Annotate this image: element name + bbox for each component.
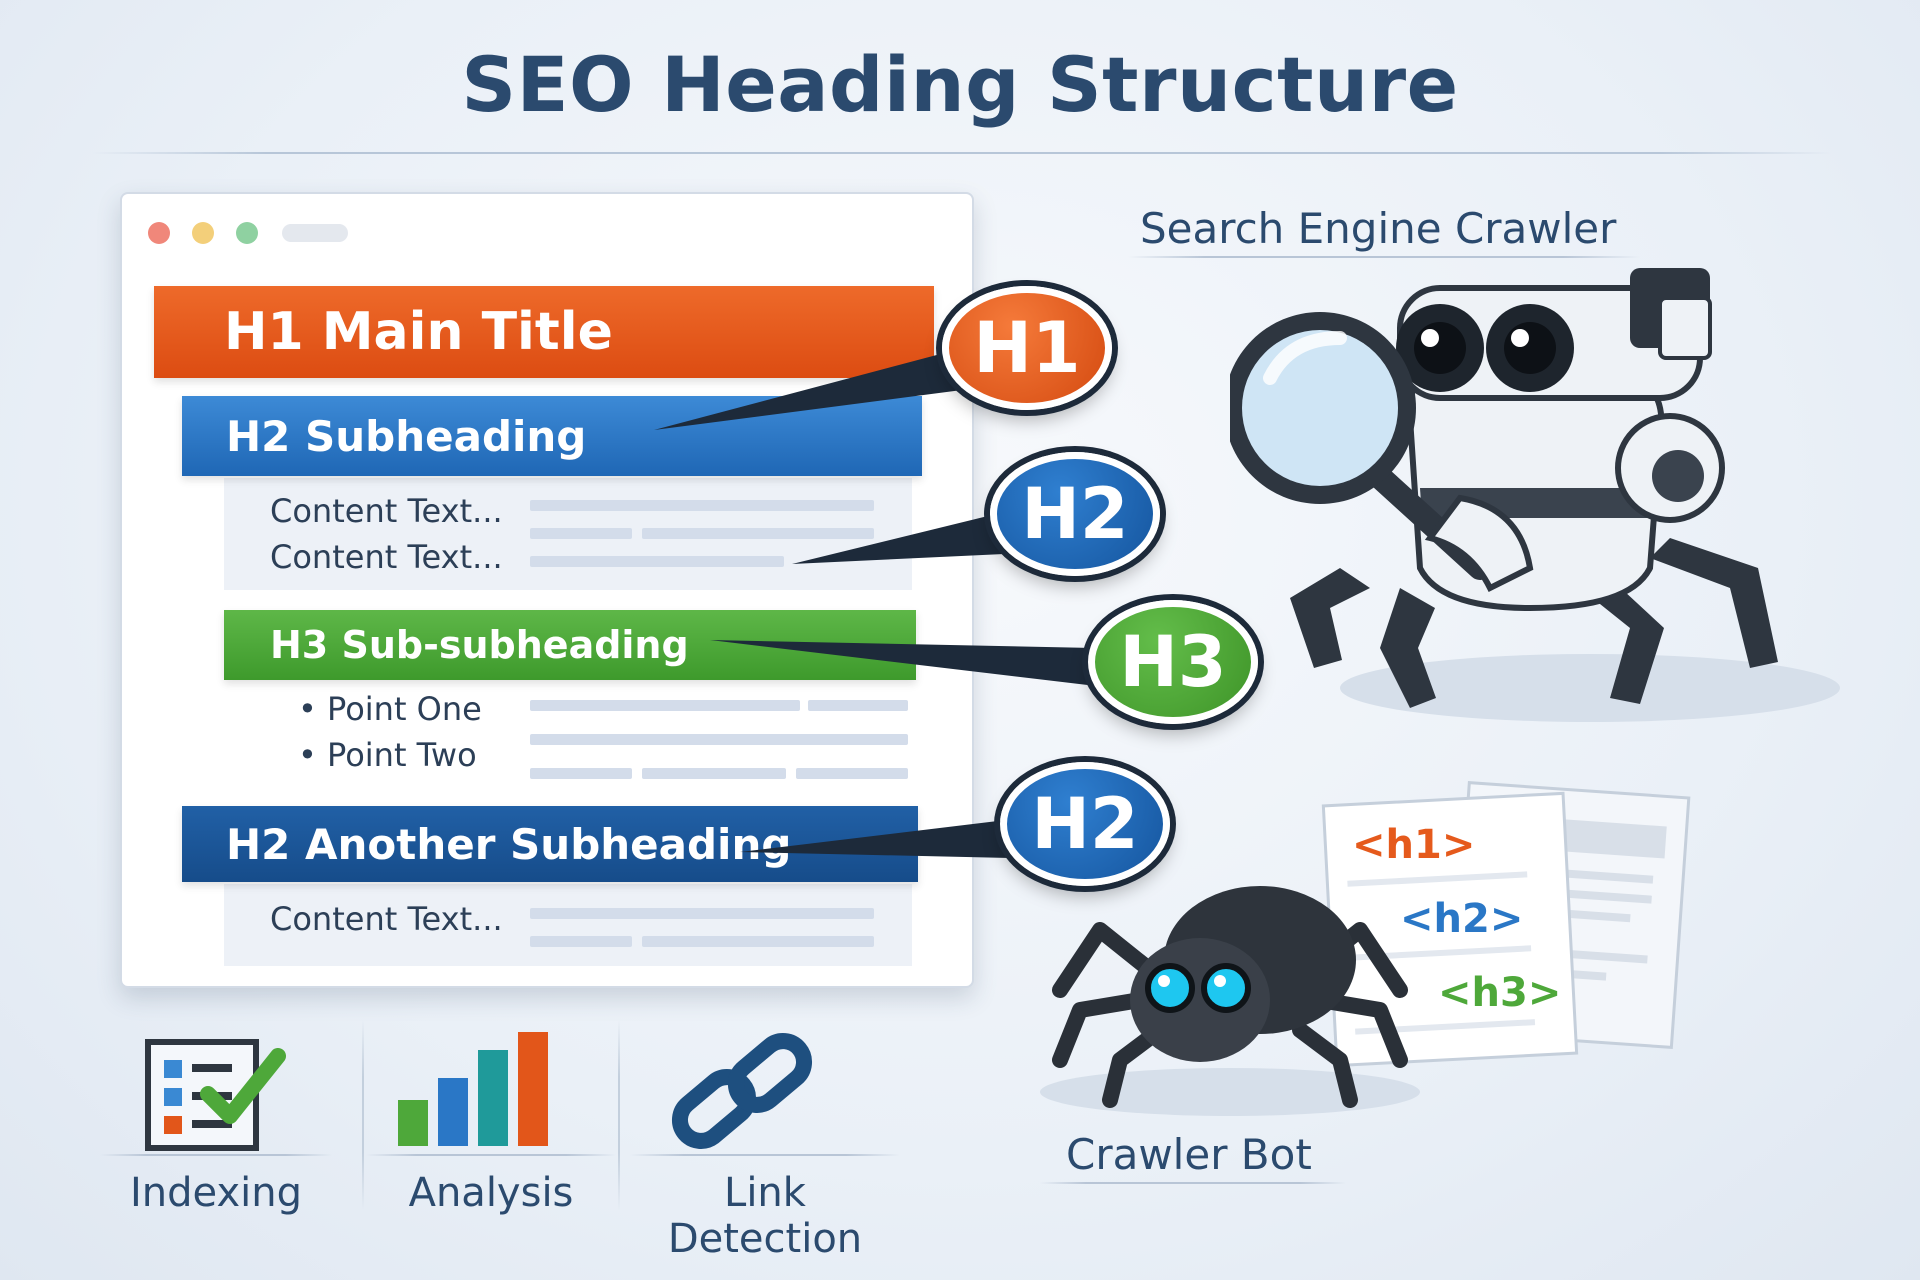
crawler-bot-label: Crawler Bot xyxy=(1066,1130,1312,1179)
bar-chart-icon xyxy=(398,1032,548,1146)
link-detection-divider xyxy=(630,1154,900,1156)
placeholder-line xyxy=(530,500,874,511)
h2-heading-bar: H2 Subheading xyxy=(182,396,922,476)
robot-crawler-illustration xyxy=(1230,268,1840,722)
placeholder-line xyxy=(530,734,908,745)
analysis-divider xyxy=(366,1154,616,1156)
content-text: Content Text... xyxy=(270,492,503,530)
title-divider xyxy=(92,152,1832,154)
placeholder-line xyxy=(530,936,632,947)
placeholder-line xyxy=(530,768,632,779)
h1-heading-bar: H1 Main Title xyxy=(154,286,934,378)
placeholder-line xyxy=(796,768,908,779)
h2-bubble: H2 xyxy=(990,452,1160,576)
bullet-point: • Point One xyxy=(298,690,482,728)
placeholder-line xyxy=(530,908,874,919)
placeholder-line xyxy=(530,700,800,711)
indexing-label: Indexing xyxy=(130,1170,302,1216)
placeholder-line xyxy=(642,768,786,779)
link-detection-label: Link Detection xyxy=(667,1170,863,1262)
analysis-label: Analysis xyxy=(408,1170,574,1216)
spider-bot-illustration xyxy=(1040,886,1420,1116)
placeholder-line xyxy=(530,556,784,567)
feature-separator xyxy=(362,1020,364,1210)
address-bar xyxy=(282,224,348,242)
crawler-label-divider xyxy=(1128,256,1640,258)
h3-bubble: H3 xyxy=(1088,600,1258,724)
content-block-2 xyxy=(224,884,912,966)
checklist-icon xyxy=(145,1039,286,1151)
h2-another-heading-bar: H2 Another Subheading xyxy=(182,806,918,882)
placeholder-line xyxy=(642,936,874,947)
placeholder-line xyxy=(642,528,874,539)
h1-bubble: H1 xyxy=(942,286,1112,410)
window-minimize-dot xyxy=(192,222,214,244)
window-maximize-dot xyxy=(236,222,258,244)
chain-link-icon xyxy=(671,1033,813,1149)
diagram-title: SEO Heading Structure xyxy=(461,40,1459,129)
content-text: Content Text... xyxy=(270,538,503,576)
h2-another-bubble: H2 xyxy=(1000,762,1170,886)
window-close-dot xyxy=(148,222,170,244)
tag-h2: <h2> xyxy=(1400,896,1523,942)
bullet-point: • Point Two xyxy=(298,736,477,774)
placeholder-line xyxy=(808,700,908,711)
tag-h1: <h1> xyxy=(1352,822,1475,868)
tag-h3: <h3> xyxy=(1438,970,1561,1016)
h3-heading-bar: H3 Sub-subheading xyxy=(224,610,916,680)
search-engine-crawler-label: Search Engine Crawler xyxy=(1140,204,1617,253)
feature-separator xyxy=(618,1020,620,1210)
html-tags-document: <h1> <h2> <h3> xyxy=(1321,781,1691,1068)
indexing-divider xyxy=(100,1154,332,1156)
crawler-bot-divider xyxy=(1040,1182,1346,1184)
content-text: Content Text... xyxy=(270,900,503,938)
placeholder-line xyxy=(530,528,632,539)
